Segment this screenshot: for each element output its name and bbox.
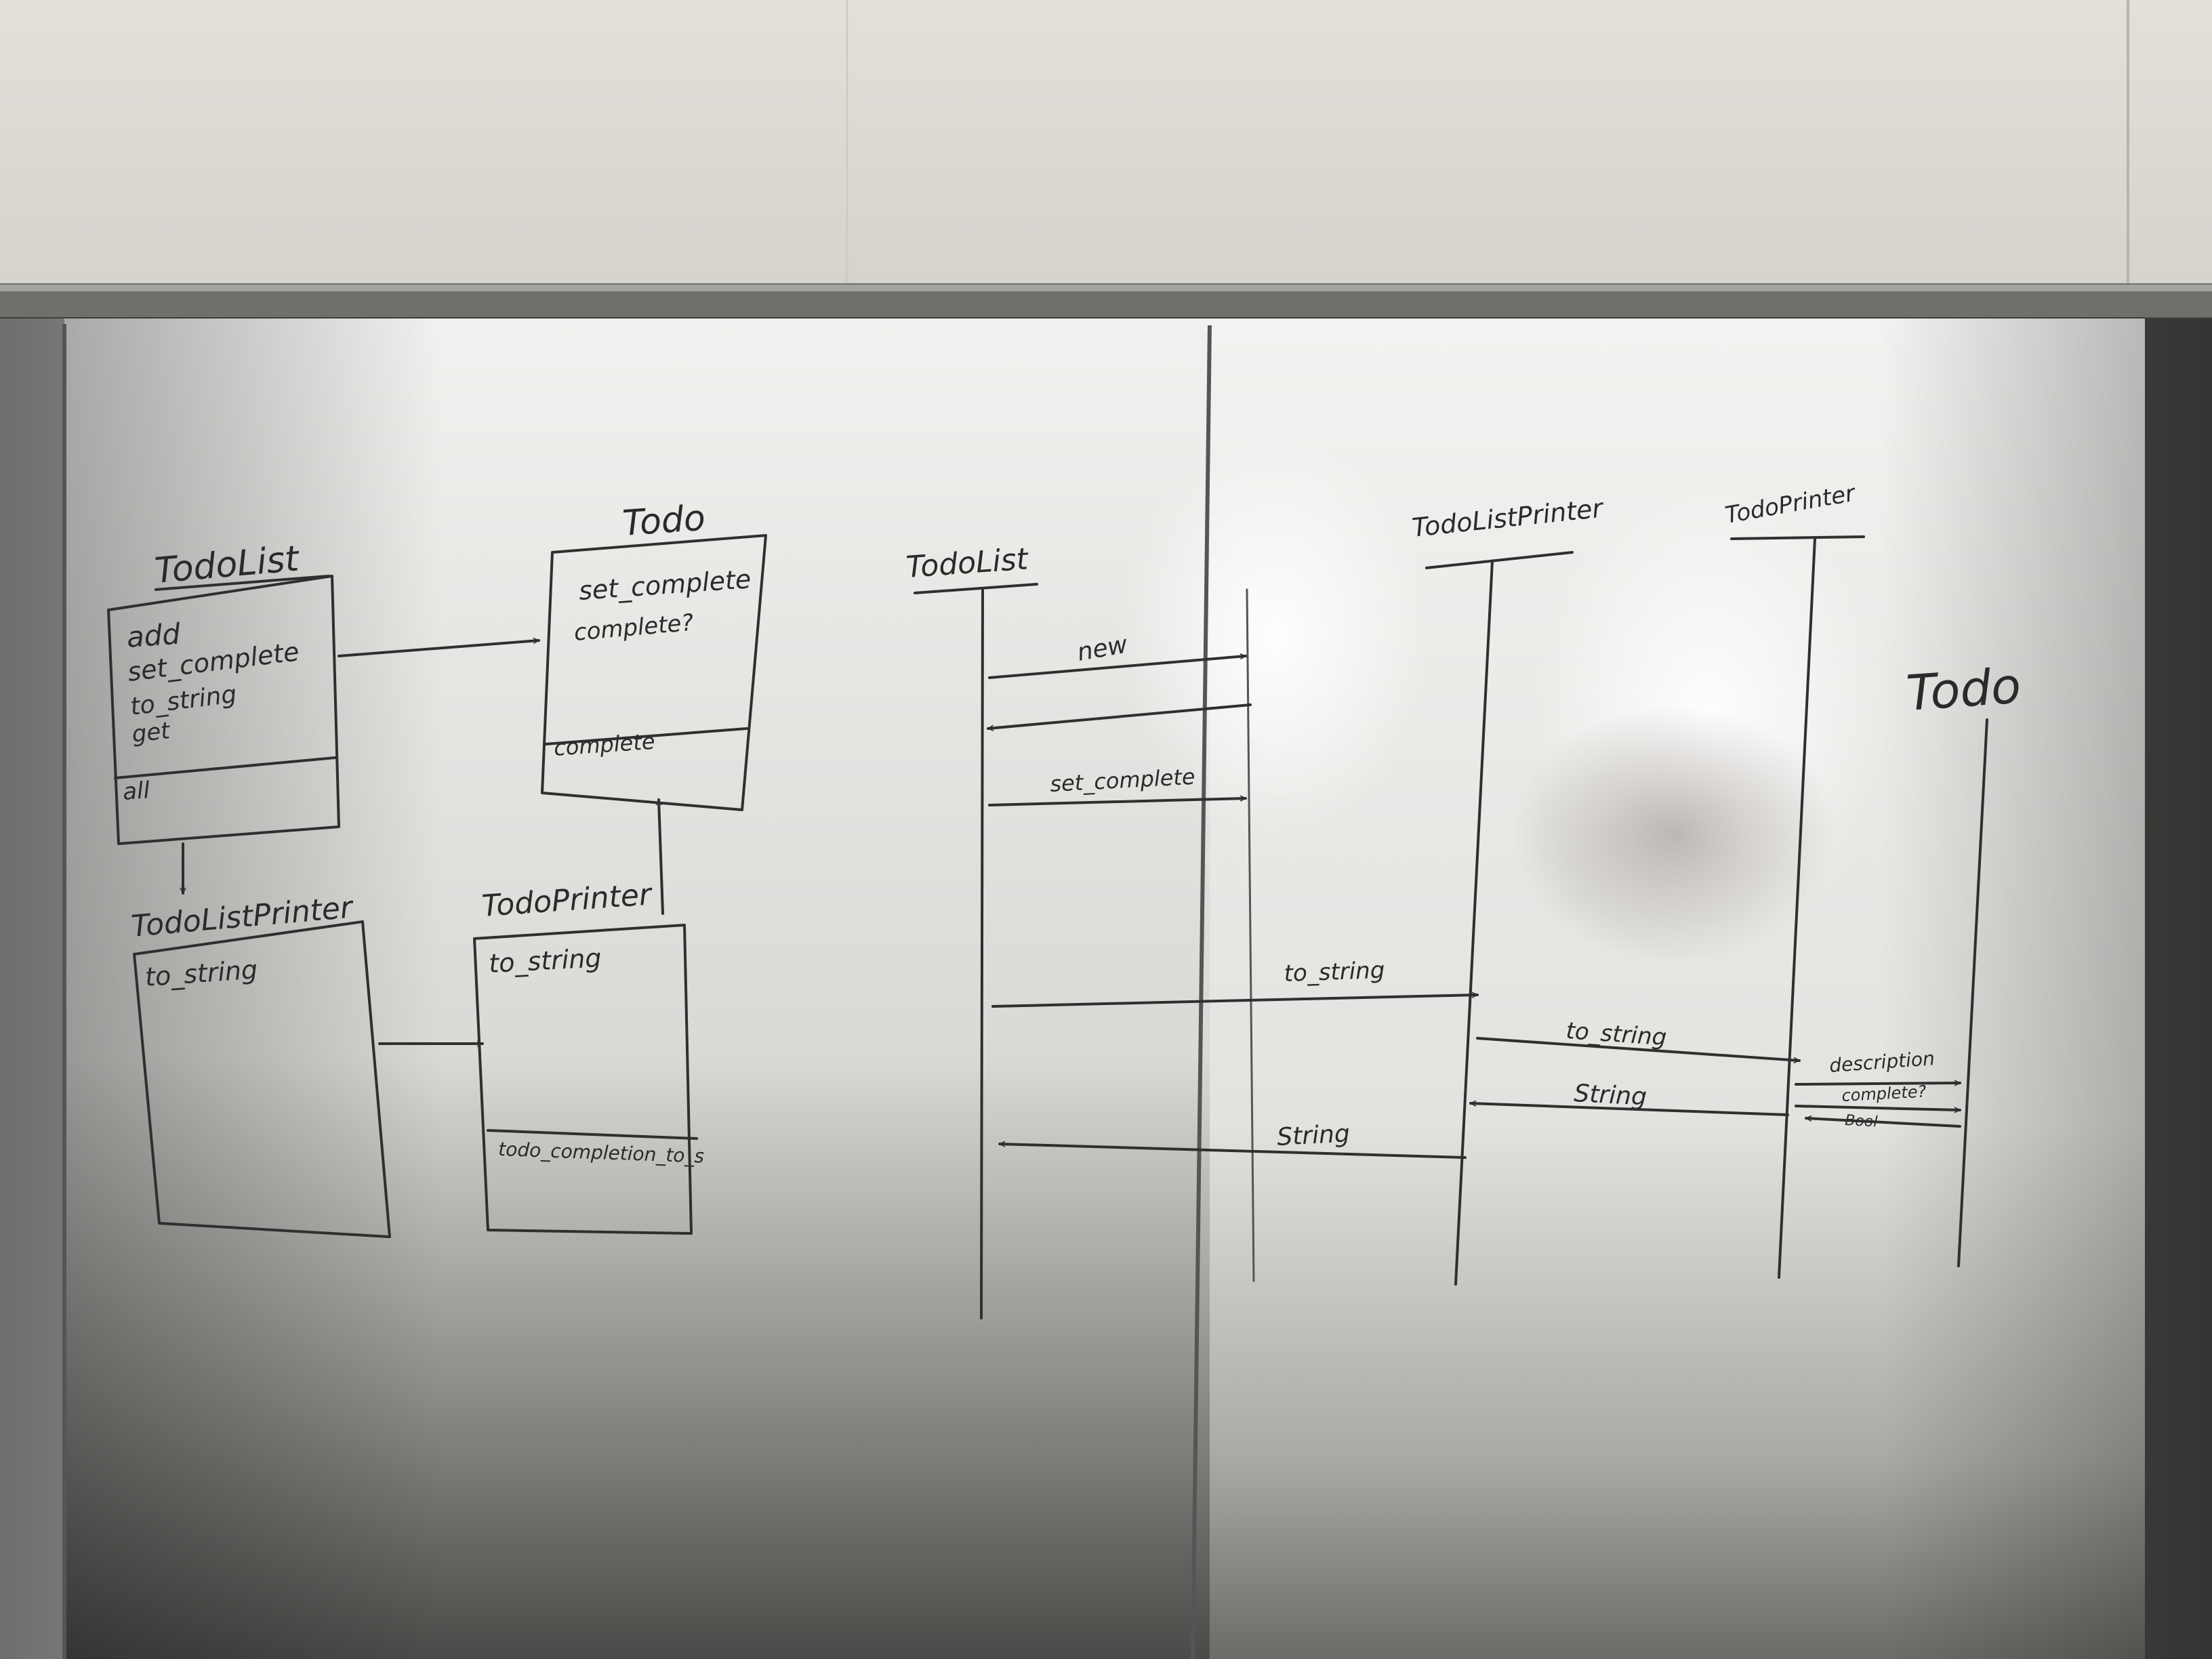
marker-tray-highlight: [0, 285, 2212, 291]
message-arrow: [1476, 1037, 1801, 1061]
todoprinter-method: to_string: [488, 943, 602, 979]
message-arrow: [1795, 1105, 1961, 1110]
message-to-string-1: to_string: [991, 957, 1479, 1008]
message-arrow: [988, 798, 1247, 806]
lifeline-header-line: [1730, 535, 1865, 540]
lifeline-header-line: [914, 583, 1038, 594]
todolist-method: get: [131, 717, 172, 748]
todolist-method: add: [125, 617, 182, 654]
lifeline-label: TodoList: [905, 541, 1030, 585]
message-bool: Bool: [1805, 1112, 1961, 1131]
message-arrow: [998, 1144, 1467, 1159]
todolist-attribute: all: [122, 777, 151, 806]
todolist-box: [107, 575, 340, 845]
todolistprinter-box: [133, 920, 391, 1238]
todolist-name-underline: [155, 575, 330, 591]
lifeline-label: Todo: [1904, 657, 2022, 722]
lifeline-header-line: [1425, 551, 1574, 569]
message-return-arrow: [987, 703, 1252, 729]
message-label: complete?: [1841, 1082, 1927, 1105]
person-reflection: [1511, 705, 1837, 962]
panel-seam: [1191, 325, 1212, 1659]
message-string-return-1: String: [1469, 1080, 1789, 1116]
message-label: String: [1574, 1080, 1647, 1111]
lifeline-line: [980, 587, 984, 1319]
message-label: to_string: [1284, 957, 1385, 987]
message-arrow: [991, 995, 1479, 1008]
todoprinter-divider: [487, 1129, 698, 1140]
message-string-return-2: String: [998, 1120, 1467, 1159]
message-arrow: [1469, 1103, 1789, 1116]
wall: [0, 0, 2212, 285]
todo-box: [541, 534, 767, 811]
lifeline-line: [1957, 718, 1988, 1267]
lifeline-line: [1454, 560, 1494, 1286]
message-to-string-2: to_string: [1476, 1017, 1801, 1061]
todolist-divider: [114, 756, 337, 779]
todoprinter-box: [473, 924, 693, 1235]
lifeline-line: [1778, 537, 1816, 1279]
window-reflection: [1118, 434, 1430, 840]
message-complete: complete?: [1795, 1082, 1961, 1110]
board-shading: [0, 319, 2212, 1659]
todo-class-name: Todo: [621, 498, 707, 544]
message-label: String: [1276, 1120, 1350, 1151]
todo-divider: [544, 727, 748, 745]
lifeline-todo: Todo: [1904, 657, 2023, 1267]
message-arrow: [1805, 1118, 1961, 1128]
arrow-todoprinter-to-todo: [659, 798, 664, 915]
todo-class: Todo set_complete complete? complete: [541, 498, 767, 811]
arrow-todolist-to-todo: [337, 640, 540, 657]
message-arrow: [1795, 1083, 1961, 1084]
lifeline-todolist: TodoList: [905, 541, 1038, 1319]
message-arrow: [988, 656, 1247, 679]
